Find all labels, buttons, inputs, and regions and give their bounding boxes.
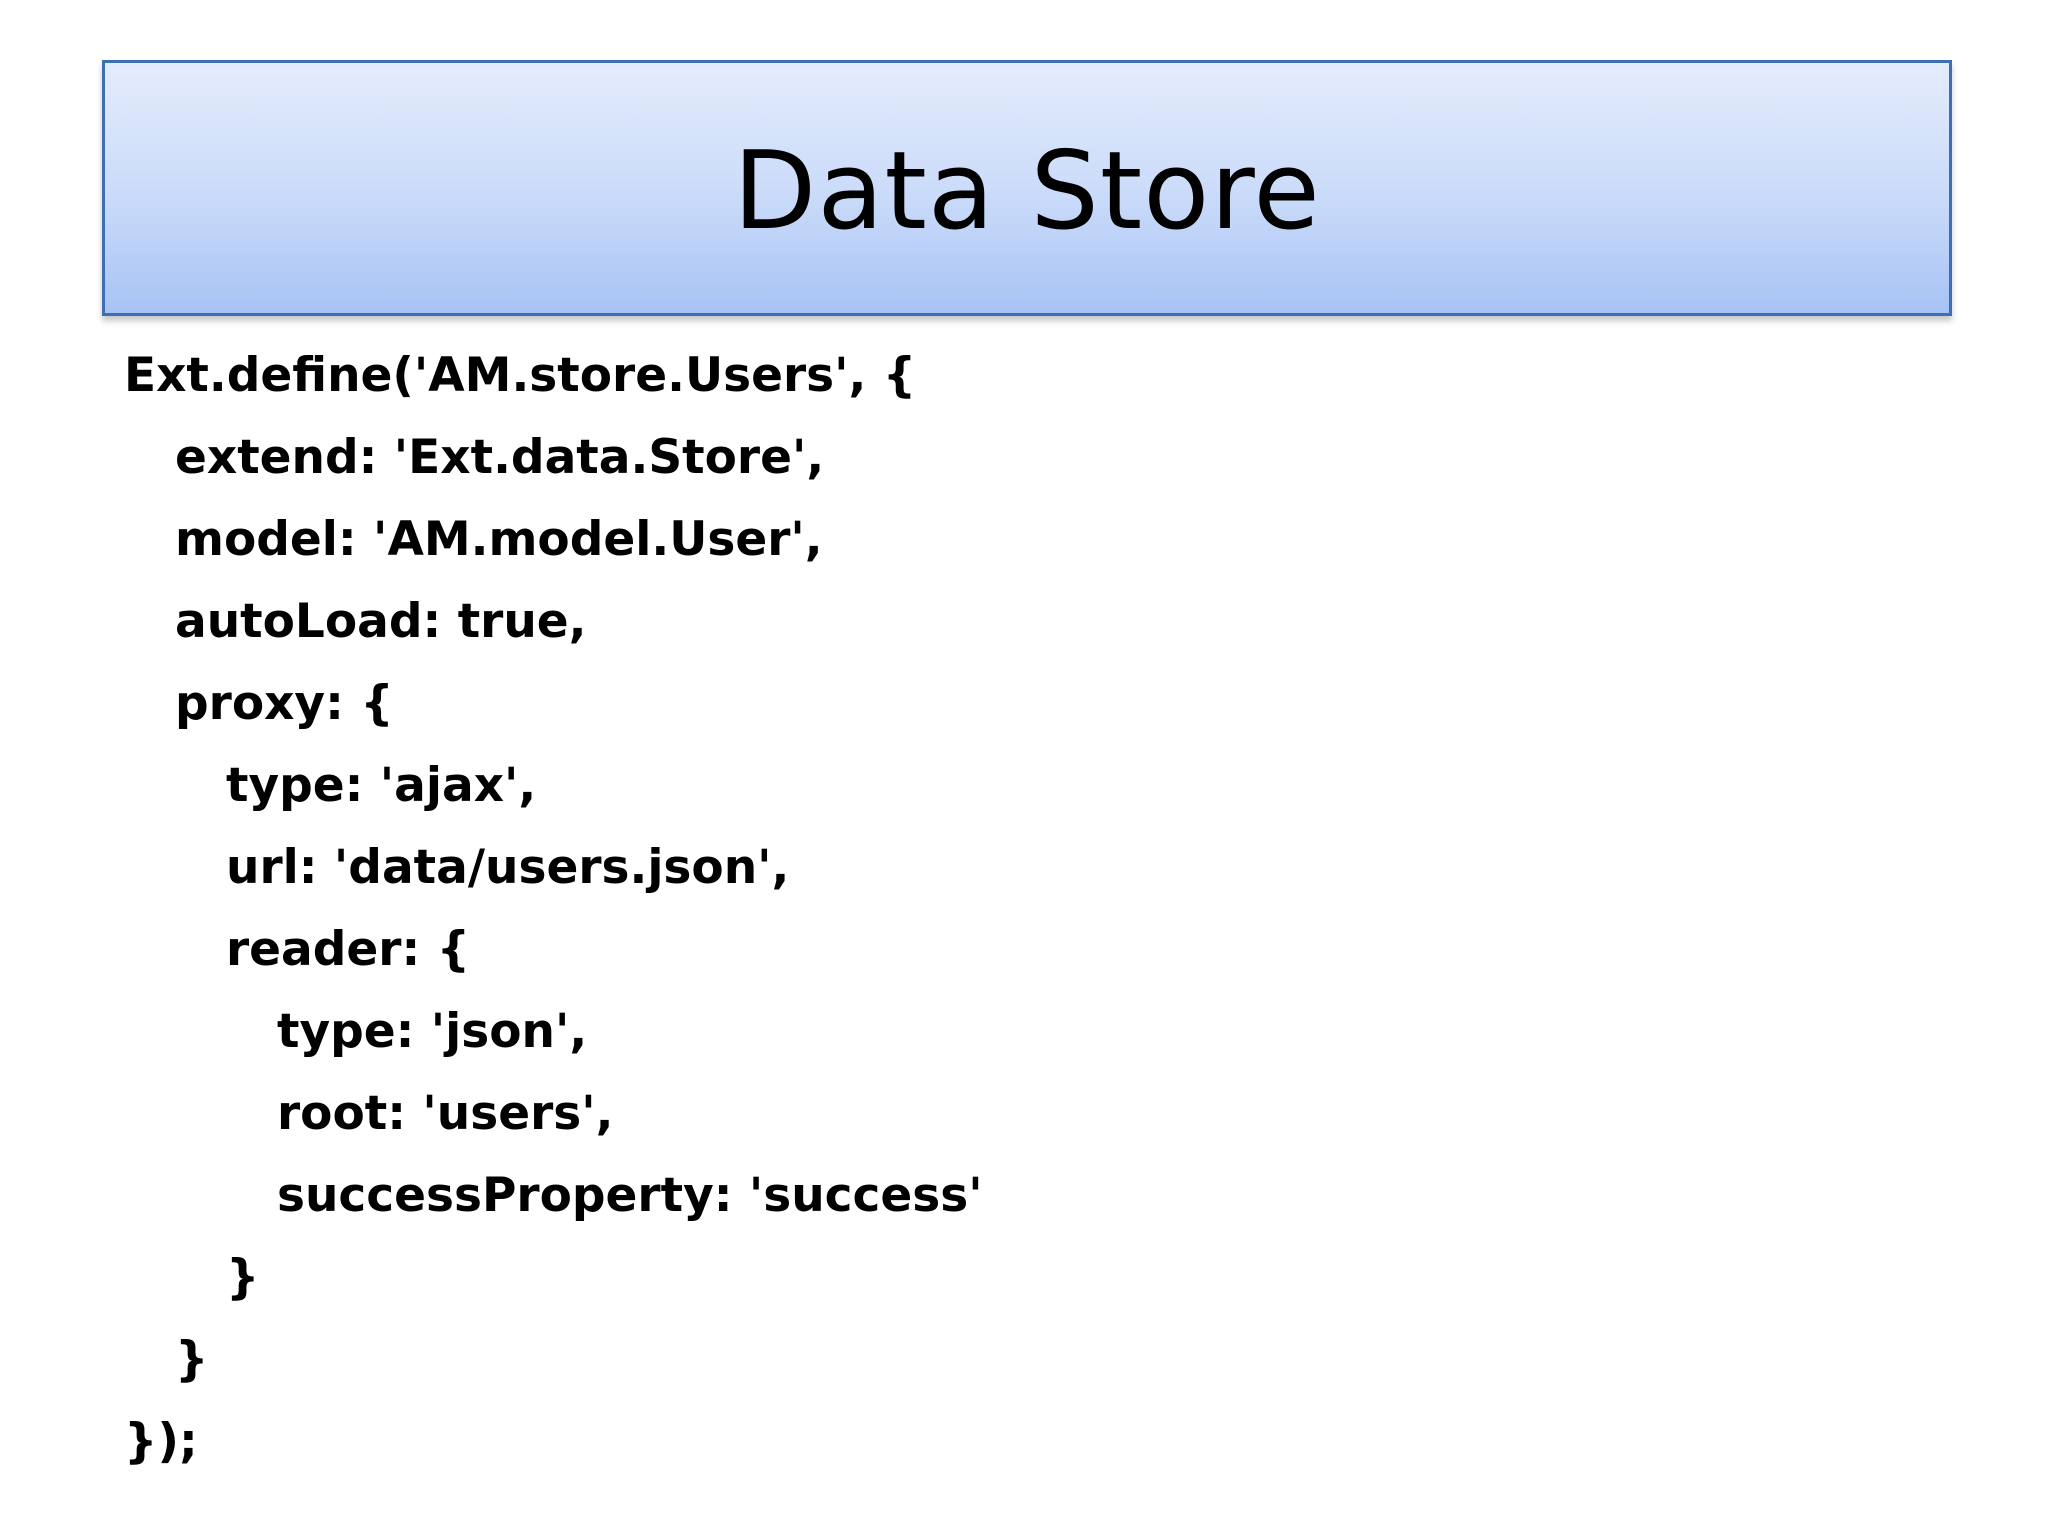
code-line: reader: { (226, 922, 471, 977)
code-block: Ext.define('AM.store.Users', { extend: '… (124, 335, 983, 1483)
code-line: type: 'json', (277, 1004, 588, 1059)
code-line: root: 'users', (277, 1086, 614, 1141)
code-line: extend: 'Ext.data.Store', (175, 430, 825, 485)
code-line: proxy: { (175, 676, 394, 731)
code-line: url: 'data/users.json', (226, 840, 790, 895)
code-line: successProperty: 'success' (277, 1168, 983, 1223)
slide-title-box: Data Store (102, 60, 1952, 316)
code-line: type: 'ajax', (226, 758, 537, 813)
code-line: } (175, 1332, 209, 1387)
code-line: model: 'AM.model.User', (175, 512, 823, 567)
slide-title: Data Store (733, 129, 1321, 254)
code-line: } (226, 1250, 260, 1305)
code-line: autoLoad: true, (175, 594, 587, 649)
code-line: }); (124, 1414, 198, 1469)
code-line: Ext.define('AM.store.Users', { (124, 348, 917, 403)
